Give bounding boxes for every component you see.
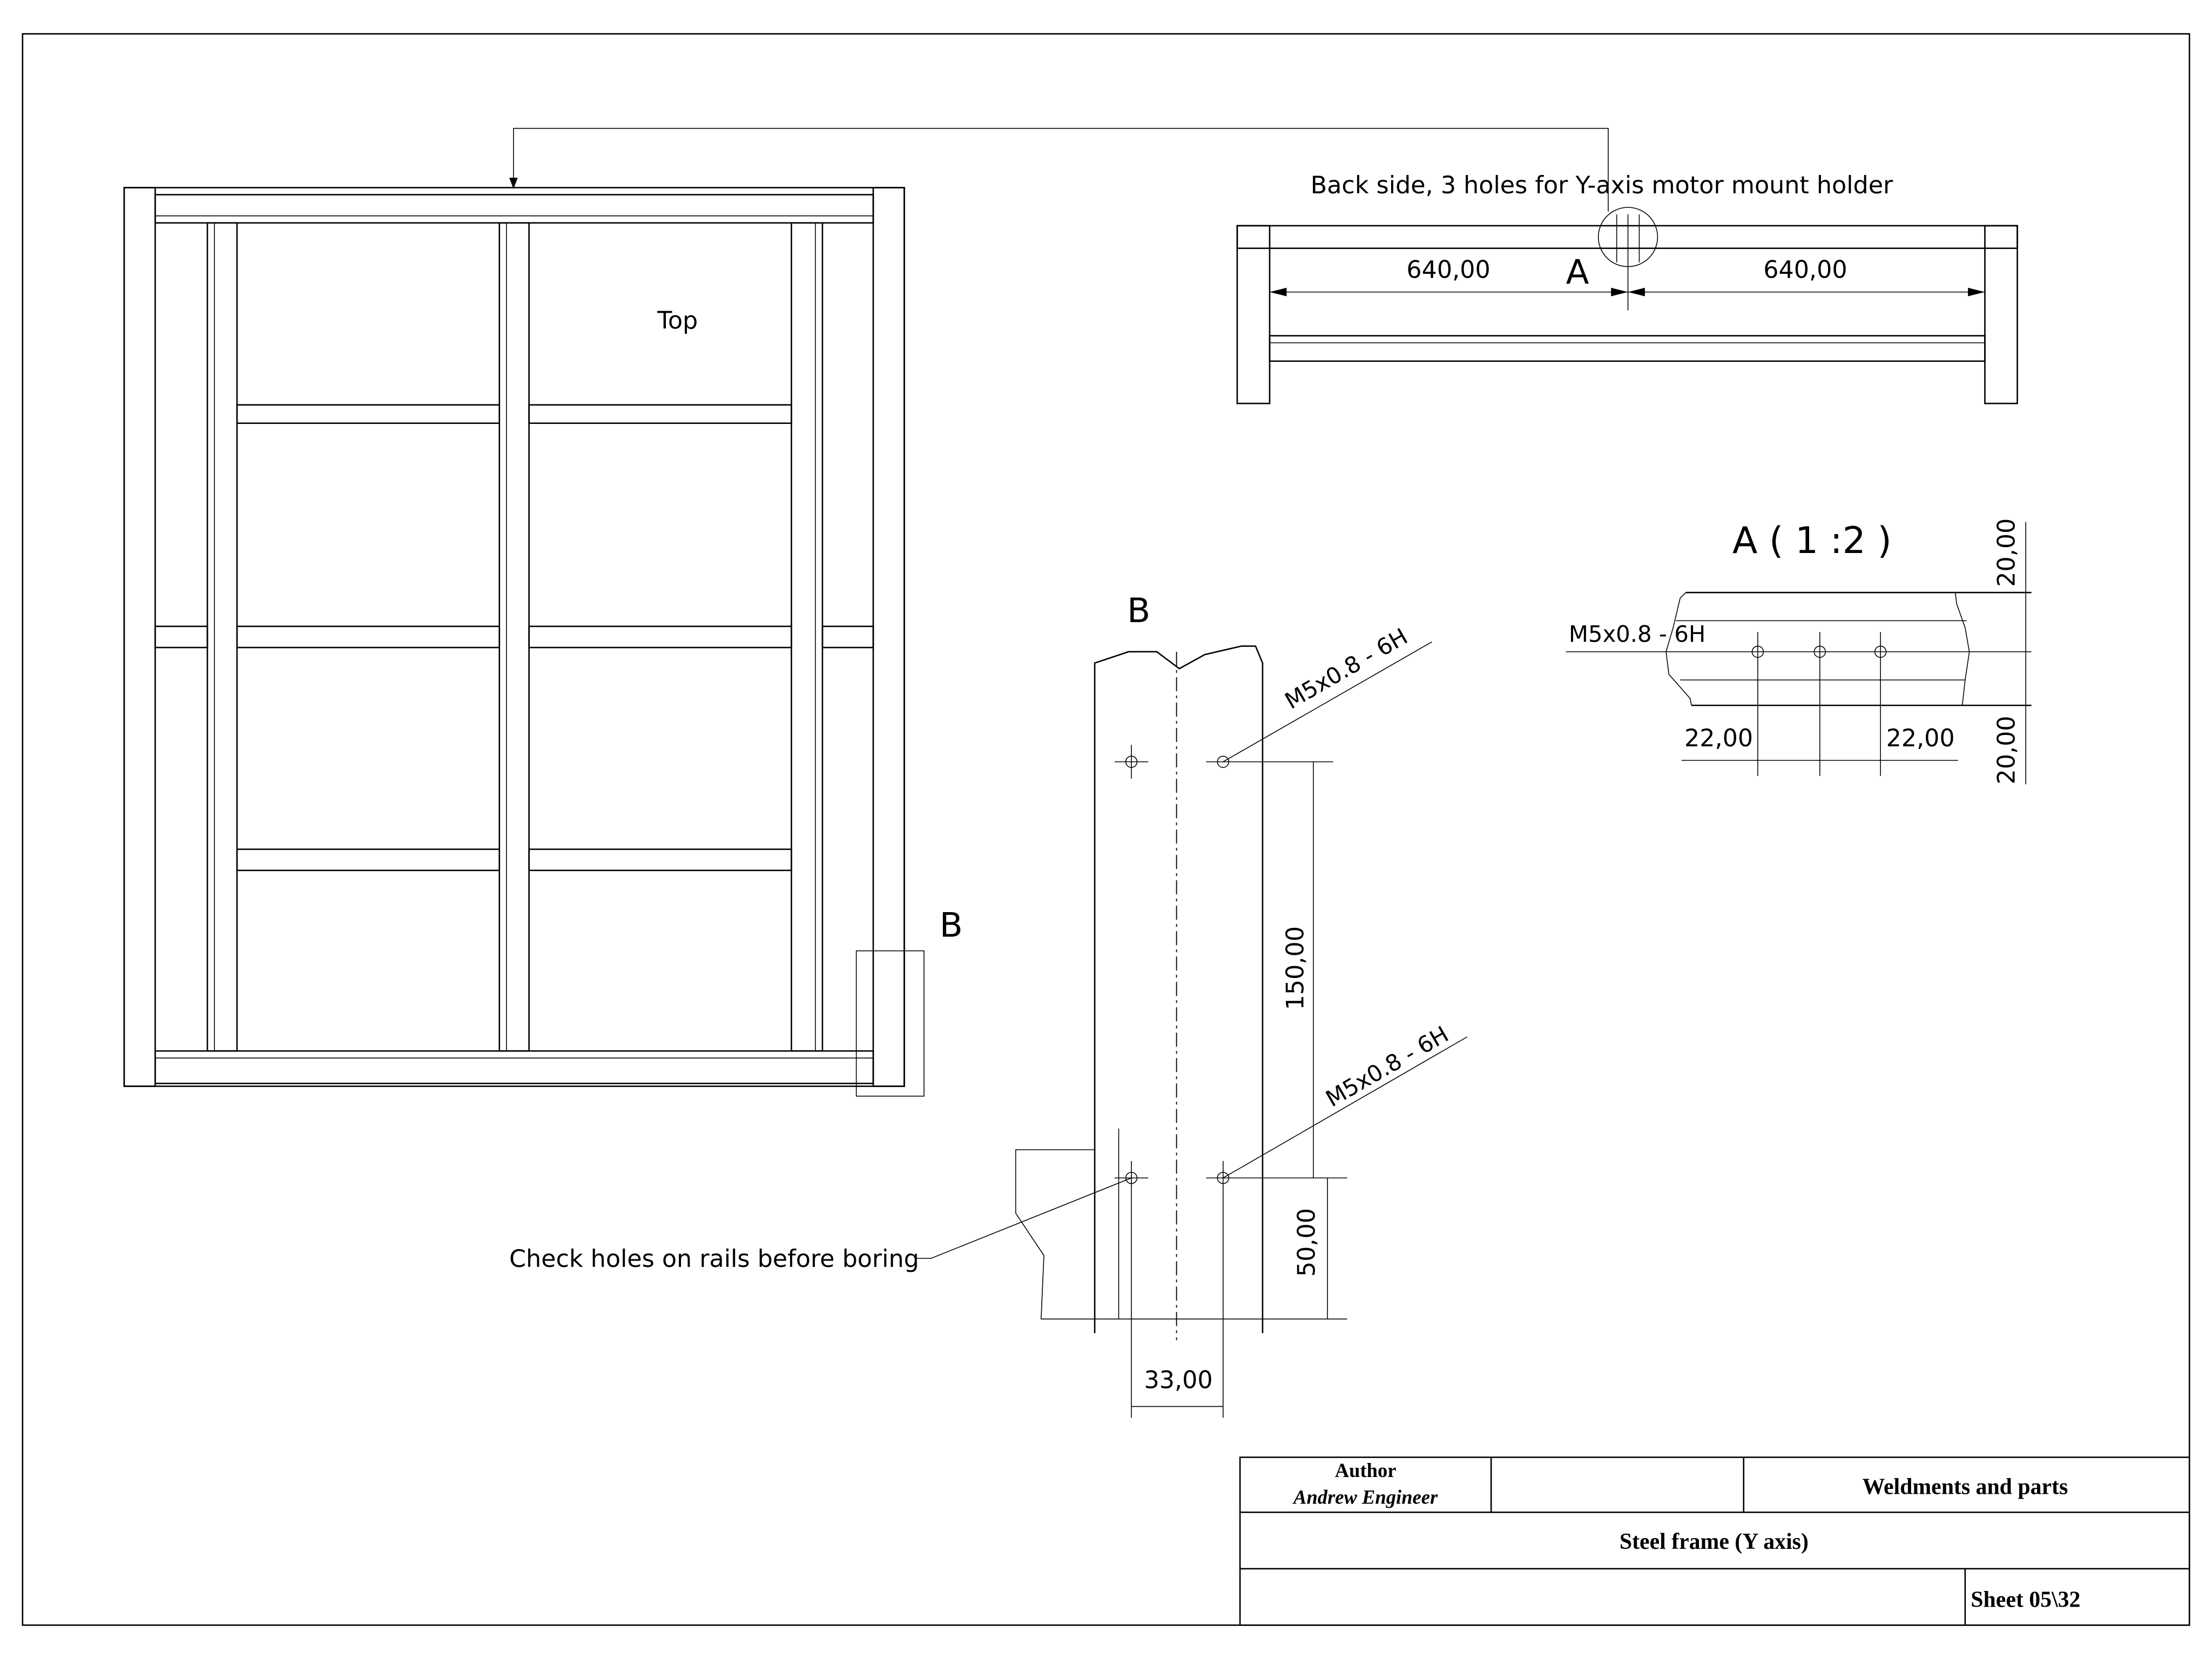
- drawing-category: Weldments and parts: [1862, 1474, 2068, 1499]
- detail-b-thread-top: M5x0.8 - 6H: [1280, 623, 1412, 714]
- detail-a-marker: A: [1566, 252, 1589, 292]
- dim-a-spacing-left: 22,00: [1684, 725, 1753, 752]
- back-view: [1236, 207, 2018, 404]
- back-side-note: Back side, 3 holes for Y-axis motor moun…: [1311, 172, 1893, 199]
- drawing-title: Steel frame (Y axis): [1620, 1529, 1809, 1554]
- dim-b-bottom: 50,00: [1293, 1208, 1321, 1277]
- detail-b-view: [916, 641, 1468, 1418]
- detail-b-note: Check holes on rails before boring: [509, 1245, 919, 1273]
- detail-b-title: B: [1127, 591, 1150, 630]
- dim-b-horizontal: 33,00: [1144, 1366, 1213, 1394]
- top-view-label: Top: [657, 307, 698, 335]
- author-label: Author: [1335, 1459, 1397, 1481]
- detail-a-title: A ( 1 :2 ): [1732, 520, 1892, 562]
- dim-a-top: 20,00: [1993, 518, 2020, 587]
- top-view-frame: [123, 127, 1609, 1097]
- title-block: [1239, 1456, 2190, 1626]
- detail-b-callout-box: [855, 950, 925, 1097]
- detail-b-marker: B: [940, 906, 963, 945]
- dim-a-spacing-right: 22,00: [1886, 725, 1955, 752]
- detail-a-thread-label: M5x0.8 - 6H: [1569, 621, 1705, 648]
- dim-back-left: 640,00: [1406, 257, 1490, 284]
- dim-a-bottom: 20,00: [1993, 716, 2020, 784]
- sheet-number: Sheet 05\32: [1971, 1587, 2080, 1612]
- author-name: Andrew Engineer: [1292, 1486, 1438, 1508]
- detail-b-thread-bottom: M5x0.8 - 6H: [1321, 1021, 1453, 1112]
- detail-a-view: [1566, 522, 2032, 785]
- sheet-border: [22, 33, 2190, 1626]
- dim-back-right: 640,00: [1763, 257, 1847, 284]
- dim-b-vertical: 150,00: [1282, 926, 1310, 1010]
